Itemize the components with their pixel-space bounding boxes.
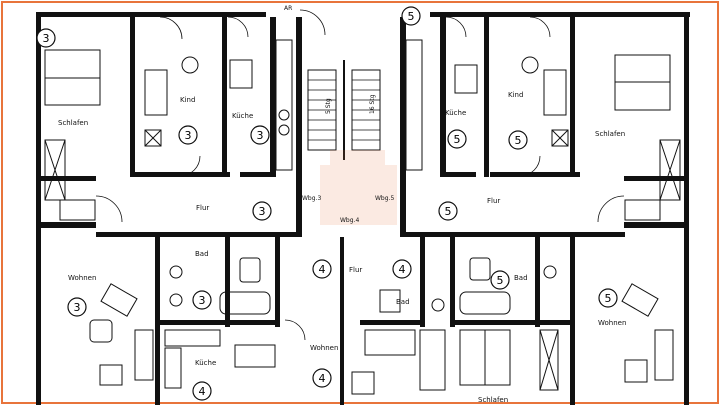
label-flur-right: Flur (487, 197, 500, 205)
label-kueche-right: Küche (445, 109, 466, 117)
unit-number: 5 (515, 134, 522, 147)
label-ar: AR (284, 5, 292, 12)
label-wohnen-left: Wohnen (68, 274, 96, 282)
unit-number: 5 (408, 10, 415, 23)
label-wohnen-right: Wohnen (598, 319, 626, 327)
unit-number: 4 (399, 263, 406, 276)
unit-number: 4 (199, 385, 206, 398)
unit-number: 3 (199, 294, 206, 307)
furniture (44, 39, 681, 395)
label-kueche-left: Küche (232, 112, 253, 120)
label-flur-left: Flur (196, 204, 209, 212)
label-wohnen-center: Wohnen (310, 344, 338, 352)
label-flur-center: Flur (349, 266, 362, 274)
stair-core (307, 60, 381, 160)
stair-label-left: 5 Stg (325, 98, 332, 114)
stair-label-right: 16 Stg (369, 94, 376, 114)
label-bad-right: Bad (514, 274, 528, 282)
label-kind-right: Kind (508, 91, 523, 99)
label-kueche-bottom: Küche (195, 359, 216, 367)
label-wbg4: Wbg.4 (340, 217, 359, 224)
label-schlafen-left: Schlafen (58, 119, 88, 127)
exterior-walls (36, 12, 690, 405)
unit-number: 4 (319, 263, 326, 276)
unit-number: 3 (43, 32, 50, 45)
label-kind-left: Kind (180, 96, 195, 104)
unit-number: 3 (185, 129, 192, 142)
unit-number: 4 (319, 372, 326, 385)
label-wbg5: Wbg.5 (375, 195, 394, 202)
label-schlafen-right: Schlafen (595, 130, 625, 138)
unit-number: 5 (454, 133, 461, 146)
label-bad-center: Bad (396, 298, 410, 306)
unit-number: 3 (259, 205, 266, 218)
unit-number: 3 (257, 129, 264, 142)
door-swings (95, 9, 625, 341)
unit-number: 5 (445, 205, 452, 218)
unit-number-texts: 3 3 3 3 3 3 4 4 4 5 5 5 5 4 5 5 (43, 10, 612, 398)
label-bad-left: Bad (195, 250, 209, 258)
unit-number: 5 (497, 274, 504, 287)
label-wbg3: Wbg.3 (302, 195, 321, 202)
watermark-logo (320, 150, 397, 225)
label-schlafen-bottom-right: Schlafen (478, 396, 508, 404)
unit-number: 5 (605, 292, 612, 305)
unit-number: 3 (74, 301, 81, 314)
unit-number-markers (36, 6, 618, 401)
interior-walls (36, 17, 689, 405)
